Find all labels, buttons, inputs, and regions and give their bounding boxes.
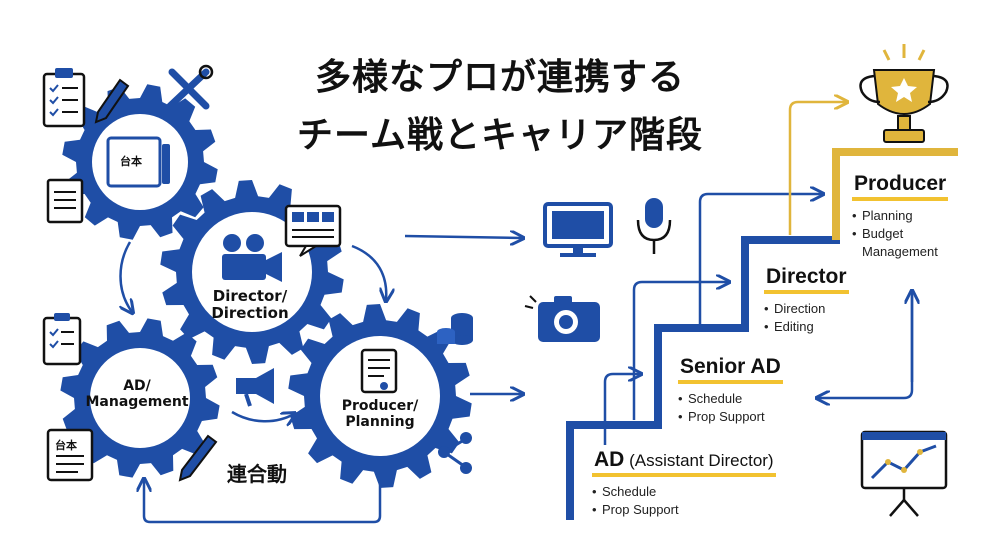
flow-arrow [404,236,522,238]
rank-duty: Prop Support [592,501,776,519]
career-arrow-gold [788,102,846,235]
rank-senior-ad: Senior AD ScheduleProp Support [678,355,783,426]
rank-duty: Editing [764,318,849,336]
gear-producer-label: Producer/Planning [341,398,419,431]
career-staircase-top [832,148,958,240]
script-document-label: 台本 [55,439,77,452]
rank-duty: Schedule [678,390,783,408]
gear-center [320,336,440,456]
presentation-chart-icon [860,430,948,517]
clipboard-icon [42,68,86,128]
flow-arrow [351,244,386,300]
monitor-icon [543,202,613,257]
career-arrow [603,374,640,445]
collaboration-label: 連合動 [227,462,287,486]
gear-center [90,348,190,448]
trophy-icon [859,44,949,143]
gear-producer [288,304,472,488]
gear-director-label: Director/Direction [211,287,289,323]
rank-title: Senior AD [678,355,783,384]
career-arrow [632,282,728,420]
gear-ad-label: AD/Management [85,378,189,411]
share-icon [438,432,472,474]
title-line-1: 多様なプロが連携する [314,57,685,98]
gear-ad [60,318,220,478]
title-line-2: チーム戦とキャリア階段 [297,115,703,156]
contract-document-icon [360,348,398,394]
rank-title: Producer [852,172,949,201]
microphone-icon [636,198,672,254]
storyboard-icon [284,204,342,257]
rank-ad: AD (Assistant Director) ScheduleProp Supp… [592,448,776,519]
film-camera-icon [222,234,282,282]
wrench-icon [166,64,214,110]
coins-icon [437,313,473,345]
megaphone-icon [236,368,274,407]
pencil-icon [178,434,218,482]
rank-title: Director [764,265,849,294]
clipboard-icon [42,313,82,366]
pencil-icon [94,78,130,124]
flow-arrow [121,241,133,312]
camera-icon [524,295,600,342]
script-book-label: 台本 [120,155,142,168]
rank-director: DirectorDirectionEditing [764,265,849,336]
rank-duty: Planning [852,207,948,225]
flow-arrow [231,412,294,421]
rank-duty: Schedule [592,483,776,501]
rank-duty: Prop Support [678,408,783,426]
rank-duty: Direction [764,300,849,318]
career-arrow [818,296,914,398]
rank-title: AD (Assistant Director) [592,448,776,477]
flow-arrow [144,480,382,524]
rank-producer: ProducerPlanningBudgetManagement [852,172,949,261]
career-arrow [698,194,822,325]
script-document-icon [46,428,94,482]
document-icon [46,178,84,224]
script-book-icon [106,136,170,188]
